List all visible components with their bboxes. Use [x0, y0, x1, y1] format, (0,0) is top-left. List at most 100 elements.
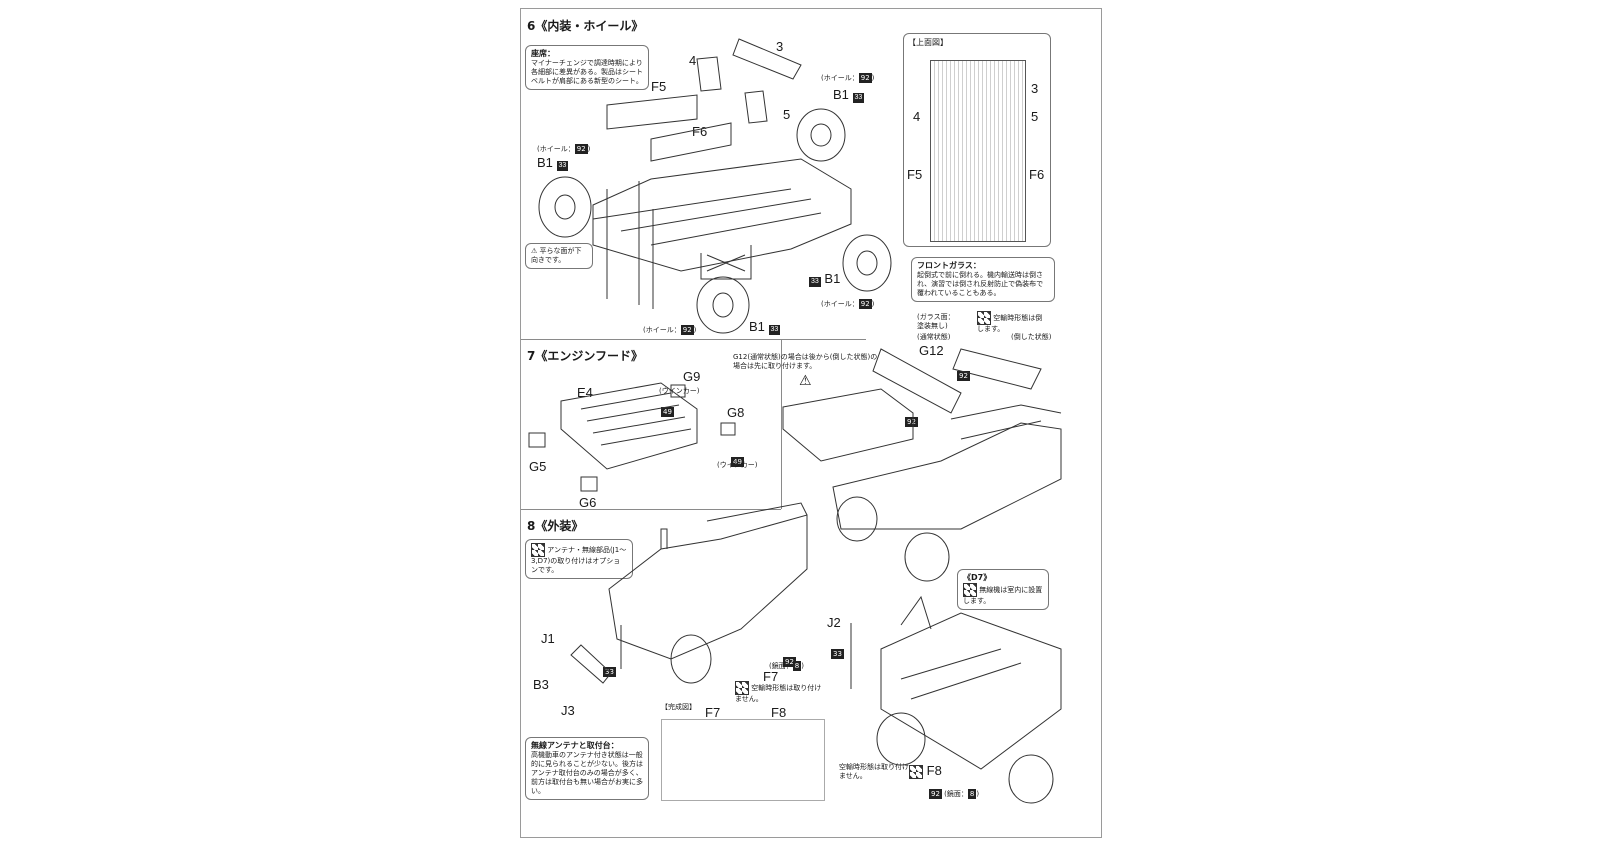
color-code-92: 92: [680, 325, 694, 335]
vehicle-drawing-section7: [783, 349, 1061, 581]
callout-close: ): [871, 74, 875, 82]
radio-antenna-body: 高機動車のアンテナ付き状態は一般的に見られることが少ない。後方はアンテナ取付台の…: [531, 751, 643, 795]
callout-close: ): [801, 662, 804, 670]
color-code-92-g12: 92: [957, 363, 970, 382]
section-divider-vertical: [781, 339, 782, 509]
top-view-drawing: [930, 60, 1026, 242]
f8-label: F8: [926, 763, 942, 778]
line-art-drawings: [521, 9, 1101, 837]
color-code-92: 92: [858, 73, 872, 83]
wheel-callout-bottom: (ホイール：92): [643, 325, 696, 335]
wheel-drawings: [539, 109, 891, 333]
color-code-33-j2: 33: [831, 641, 844, 660]
lens-text: (鏡面：: [944, 790, 968, 798]
part-label-4: 4: [689, 53, 697, 68]
part-label-f6: F6: [692, 124, 708, 139]
part-label-j1: J1: [541, 631, 555, 646]
part-label-g5: G5: [529, 459, 547, 474]
color-code-33: 33: [556, 161, 569, 171]
lens-callout-f7: (鏡面：8): [769, 661, 804, 671]
hood-drawing-left: [529, 383, 735, 491]
part-label-g12: G12: [919, 343, 944, 358]
folded-state-label: (倒した状態): [1011, 333, 1052, 341]
color-code-92: 92: [574, 144, 588, 154]
callout-close: ): [587, 145, 591, 153]
warning-icon: ⚠: [531, 247, 538, 255]
part-label-j2: J2: [827, 615, 841, 630]
complete-part-f7: F7: [705, 705, 721, 720]
section-divider-6-7: [521, 339, 866, 340]
section-7-title: 7《エンジンフード》: [527, 349, 643, 363]
color-code-49-top: 49: [661, 399, 674, 418]
top-part-5: 5: [1031, 109, 1039, 124]
top-part-f5: F5: [907, 167, 923, 182]
chassis-drawing: [593, 39, 851, 309]
top-view-title: 【上面図】: [908, 38, 948, 47]
wheel-warning-body: 平らな面が下向きです。: [531, 247, 582, 264]
section-8-title: 8《外装》: [527, 519, 584, 533]
radio-antenna-title: 無線アンテナと取付台：: [531, 741, 619, 750]
seats-note-body: マイナーチェンジで調達時期により各細部に差異がある。製品はシートベルトが肩部にあ…: [531, 59, 643, 85]
windshield-note-body: 起倒式で前に倒れる。機内輸送時は倒され、演習では倒され反射防止で偽装布で覆われて…: [917, 271, 1044, 297]
part-label-b1-right: 33 B1: [809, 271, 840, 287]
complete-view-frame: [661, 719, 825, 801]
part-label-f8: F8: [909, 763, 942, 779]
part-label-f7: F7: [763, 669, 779, 684]
d7-title: 《D7》: [963, 573, 992, 582]
wheel-callout-left: (ホイール：92): [537, 144, 590, 154]
callout-close: ): [693, 326, 697, 334]
vehicle-drawing-section8: [571, 503, 807, 683]
lens-callout-f8: 92 (鏡面：8): [929, 789, 979, 799]
b1-label: B1: [749, 319, 765, 334]
f8-note-text: 空輸時形態は取り付けません。: [839, 763, 909, 780]
b1-label: B1: [824, 271, 841, 286]
top-part-f6: F6: [1029, 167, 1045, 182]
part-label-5: 5: [783, 107, 791, 122]
f7-note-text: 空輸時形態は取り付けません。: [735, 684, 822, 703]
normal-state-label: (通常状態): [917, 333, 951, 341]
winker-callout-right: (ウインカー): [717, 461, 758, 469]
color-code-92: 92: [929, 789, 942, 799]
part-label-j3: J3: [561, 703, 575, 718]
seats-note: 座席： マイナーチェンジで調達時期により各細部に差異がある。製品はシートベルトが…: [525, 45, 649, 90]
part-label-f5: F5: [651, 79, 667, 94]
wheel-callout-text: (ホイール：: [643, 326, 681, 334]
wheel-callout-text: (ホイール：: [537, 145, 575, 153]
callout-close: ): [871, 300, 875, 308]
part-label-b3: B3: [533, 677, 549, 692]
color-code-92: 92: [905, 417, 918, 427]
checker-icon: [909, 764, 923, 779]
color-code-8: 8: [792, 661, 802, 671]
top-part-3: 3: [1031, 81, 1039, 96]
color-code-33: 33: [809, 277, 821, 287]
vehicle-drawing-rear: [851, 597, 1061, 803]
part-label-b1-bottom: B1 33: [749, 319, 781, 335]
part-label-g8: G8: [727, 405, 745, 420]
color-code-92: 92: [957, 371, 970, 381]
f8-note: 空輸時形態は取り付けません。: [839, 763, 909, 781]
complete-part-f8: F8: [771, 705, 787, 720]
d7-body: 無線機は室内に設置します。: [963, 586, 1043, 605]
section-divider-7-8: [521, 509, 781, 510]
wheel-callout-text: (ホイール：: [821, 300, 859, 308]
part-label-b1-top: B1 33: [833, 87, 865, 103]
warning-icon-g12: ⚠: [799, 373, 812, 389]
complete-view-title: 【完成図】: [661, 703, 696, 711]
seats-note-title: 座席：: [531, 49, 555, 58]
color-code-33: 33: [852, 93, 865, 103]
f7-note: 空輸時形態は取り付けません。: [735, 681, 825, 704]
b1-label: B1: [537, 155, 553, 170]
color-code-92-f7: 92: [783, 649, 796, 668]
wheel-warning-note: ⚠ 平らな面が下向きです。: [525, 243, 593, 269]
checker-icon: [963, 583, 977, 597]
g12-order-note: G12(通常状態)の場合は後から(倒した状態)の場合は先に取り付けます。: [733, 353, 878, 370]
color-code-33: 33: [768, 325, 781, 335]
color-code-8: 8: [967, 789, 977, 799]
wheel-callout-text: (ホイール：: [821, 74, 859, 82]
windshield-note-title: フロントガラス：: [917, 261, 981, 270]
wheel-callout-tr: (ホイール：92): [821, 73, 874, 83]
radio-antenna-note: 無線アンテナと取付台： 高機動車のアンテナ付き状態は一般的に見られることが少ない…: [525, 737, 649, 800]
color-code-92: 92: [783, 657, 796, 667]
part-label-g9: G9: [683, 369, 701, 384]
part-label-g6: G6: [579, 495, 597, 510]
